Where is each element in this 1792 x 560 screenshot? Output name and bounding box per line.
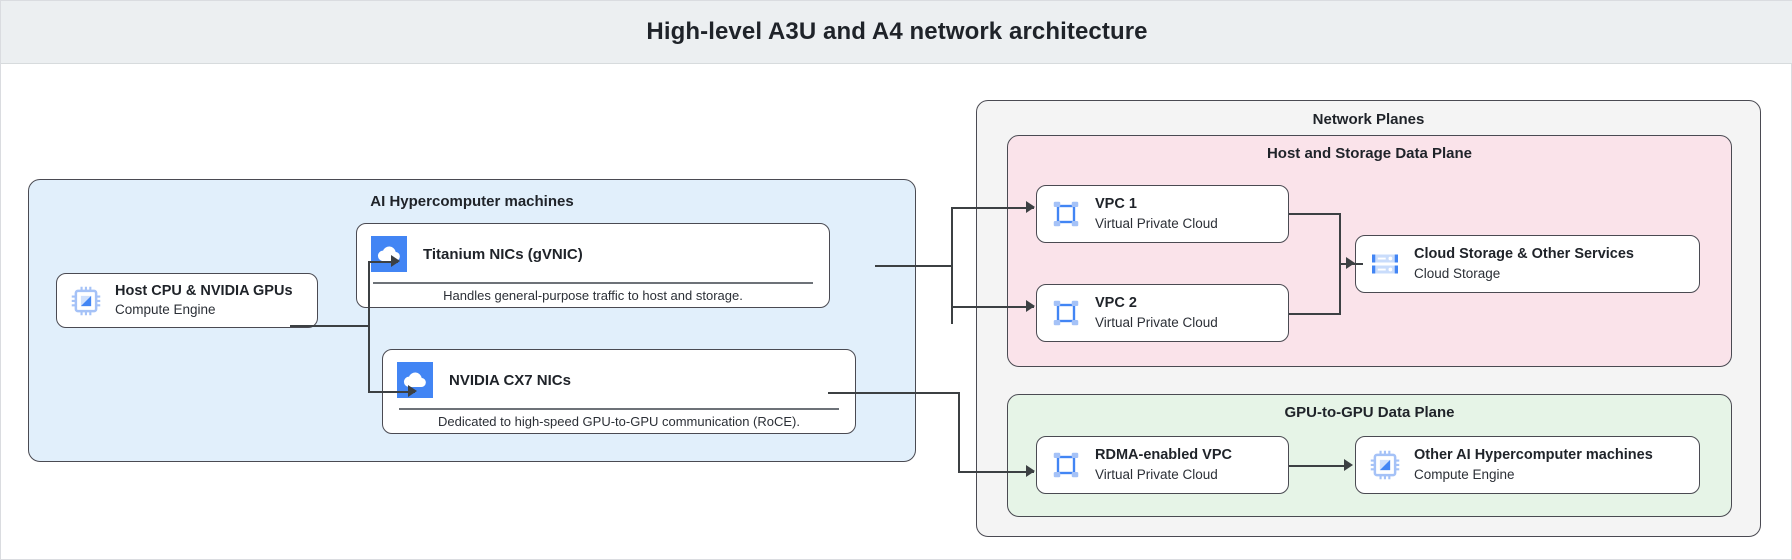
group-ai-hypercomputer-machines: AI Hypercomputer machines Host CPU: [28, 179, 916, 462]
node-vpc-2[interactable]: VPC 2 Virtual Private Cloud: [1036, 284, 1289, 342]
node-subtitle: Virtual Private Cloud: [1095, 314, 1218, 330]
wire-titanium-split: [951, 207, 953, 324]
card-title: Titanium NICs (gVNIC): [423, 245, 583, 263]
card-divider: [399, 408, 839, 410]
vpc-icon: [1051, 199, 1081, 229]
node-other-ai-hypercomputer-machines[interactable]: Other AI Hypercomputer machines Compute …: [1355, 436, 1700, 494]
node-title: VPC 2: [1095, 295, 1137, 312]
group-host-and-storage-data-plane: Host and Storage Data Plane VPC 1 Virtua…: [1007, 135, 1732, 367]
arrow-to-cx7: [408, 385, 417, 397]
node-vpc-1[interactable]: VPC 1 Virtual Private Cloud: [1036, 185, 1289, 243]
wire-to-cx7: [368, 391, 415, 393]
node-title: RDMA-enabled VPC: [1095, 447, 1232, 464]
card-caption: Handles general-purpose traffic to host …: [443, 287, 743, 303]
card-title: NVIDIA CX7 NICs: [449, 371, 571, 389]
group-title-gpu-plane: GPU-to-GPU Data Plane: [1284, 404, 1455, 421]
storage-icon: [1370, 249, 1400, 279]
node-subtitle: Compute Engine: [1414, 466, 1515, 482]
node-subtitle: Virtual Private Cloud: [1095, 215, 1218, 231]
wire-cx7-down: [958, 392, 960, 472]
arrow-to-vpc2: [1026, 300, 1035, 312]
node-cloud-storage[interactable]: Cloud Storage & Other Services Cloud Sto…: [1355, 235, 1700, 293]
node-texts: RDMA-enabled VPC Virtual Private Cloud: [1095, 446, 1232, 484]
vpc-icon: [1051, 450, 1081, 480]
node-subtitle: Cloud Storage: [1414, 265, 1501, 281]
wire-to-vpc2: [951, 306, 1034, 308]
card-header: NVIDIA CX7 NICs: [383, 350, 855, 408]
node-texts: Host CPU & NVIDIA GPUs Compute Engine: [115, 282, 293, 320]
node-texts: VPC 2 Virtual Private Cloud: [1095, 294, 1218, 332]
diagram-header: High-level A3U and A4 network architectu…: [1, 1, 1792, 64]
node-title: VPC 1: [1095, 196, 1137, 213]
wire-vpc1-out: [1289, 213, 1341, 215]
node-texts: Other AI Hypercomputer machines Compute …: [1414, 446, 1653, 484]
node-title: Cloud Storage & Other Services: [1414, 246, 1634, 263]
chip-icon: [1370, 450, 1400, 480]
node-subtitle: Compute Engine: [115, 302, 216, 318]
group-title-host-storage: Host and Storage Data Plane: [1266, 145, 1473, 162]
node-host-cpu-gpus[interactable]: Host CPU & NVIDIA GPUs Compute Engine: [56, 273, 318, 328]
arrow-to-rdma-vpc: [1026, 465, 1035, 477]
group-gpu-to-gpu-data-plane: GPU-to-GPU Data Plane RDMA-enabled VPC V…: [1007, 394, 1732, 517]
arrow-rdma-to-machines: [1344, 459, 1353, 471]
card-titanium-nics[interactable]: Titanium NICs (gVNIC) Handles general-pu…: [356, 223, 830, 308]
group-title-network-planes: Network Planes: [1312, 111, 1425, 128]
card-caption: Dedicated to high-speed GPU-to-GPU commu…: [438, 413, 800, 429]
wire-to-titanium: [368, 261, 398, 263]
node-texts: Cloud Storage & Other Services Cloud Sto…: [1414, 245, 1634, 283]
cloud-icon: [371, 236, 407, 272]
wire-to-rdma-vpc: [958, 471, 1034, 473]
node-title: Host CPU & NVIDIA GPUs: [115, 282, 293, 299]
node-title: Other AI Hypercomputer machines: [1414, 447, 1653, 464]
page-title: High-level A3U and A4 network architectu…: [646, 18, 1148, 45]
group-title-machines: AI Hypercomputer machines: [370, 193, 574, 210]
node-rdma-enabled-vpc[interactable]: RDMA-enabled VPC Virtual Private Cloud: [1036, 436, 1289, 494]
wire-titanium-out: [875, 265, 953, 267]
wire-vpc2-out: [1289, 313, 1341, 315]
group-network-planes: Network Planes Host and Storage Data Pla…: [976, 100, 1761, 537]
wire-to-vpc1: [951, 207, 1034, 209]
arrow-to-cloud-storage: [1346, 257, 1355, 269]
card-divider: [373, 282, 813, 284]
wire-hostcpu-split: [368, 261, 370, 392]
node-texts: VPC 1 Virtual Private Cloud: [1095, 195, 1218, 233]
card-nvidia-cx7-nics[interactable]: NVIDIA CX7 NICs Dedicated to high-speed …: [382, 349, 856, 434]
vpc-icon: [1051, 298, 1081, 328]
wire-hostcpu-out: [290, 325, 370, 327]
card-header: Titanium NICs (gVNIC): [357, 224, 829, 282]
arrow-to-titanium: [391, 255, 400, 267]
node-subtitle: Virtual Private Cloud: [1095, 466, 1218, 482]
wire-cx7-out: [828, 392, 960, 394]
chip-icon: [71, 286, 101, 316]
arrow-to-vpc1: [1026, 201, 1035, 213]
wire-rdma-to-machines: [1289, 465, 1346, 467]
